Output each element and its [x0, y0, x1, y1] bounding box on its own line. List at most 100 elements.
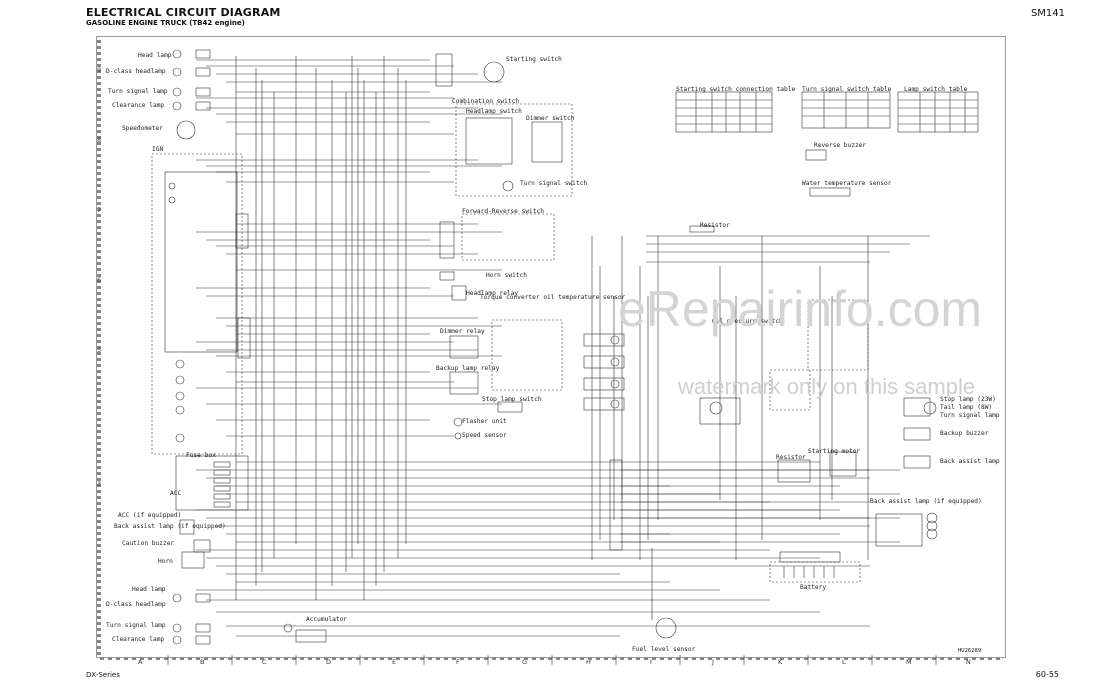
frame-tick: [97, 280, 101, 283]
frame-tick: [332, 657, 336, 660]
column-marker: C: [262, 658, 267, 666]
frame-tick: [97, 592, 101, 595]
row-marker: 9: [97, 66, 102, 74]
fwd-rev-switch-label: Forward-Reverse switch: [462, 208, 544, 215]
frame-tick: [97, 358, 101, 361]
frame-tick: [964, 657, 968, 660]
frame-tick: [97, 298, 101, 301]
frame-tick: [97, 304, 101, 307]
frame-tick: [97, 418, 101, 421]
column-marker: A: [138, 658, 143, 666]
turn-signal-switch-label: Turn signal switch: [520, 180, 588, 187]
column-marker: K: [778, 658, 783, 666]
frame-tick: [988, 657, 992, 660]
fuse: [213, 477, 231, 484]
frame-tick: [97, 76, 101, 79]
frame-tick: [97, 244, 101, 247]
column-marker: G: [522, 658, 528, 666]
frame-tick: [140, 657, 144, 660]
starting-motor-group: [807, 299, 869, 371]
frame-tick: [228, 657, 232, 660]
frame-tick: [780, 657, 784, 660]
frame-tick: [596, 657, 600, 660]
dimmer-switch-label: Dimmer switch: [526, 115, 575, 122]
frame-tick: [604, 657, 608, 660]
connector: [195, 593, 211, 603]
lamp-symbol: [172, 635, 182, 645]
frame-tick: [97, 196, 101, 199]
manual-code: SM141: [1030, 8, 1065, 19]
frame-tick: [708, 657, 712, 660]
frame-tick: [220, 657, 224, 660]
frame-tick: [97, 346, 101, 349]
frame-tick: [636, 657, 640, 660]
frame-tick: [948, 657, 952, 660]
frame-tick: [97, 514, 101, 517]
frame-tick: [97, 652, 101, 655]
connector: [435, 53, 453, 87]
frame-tick: [348, 657, 352, 660]
frame-tick: [124, 657, 128, 660]
frame-tick: [812, 657, 816, 660]
frame-tick: [972, 657, 976, 660]
lamp-symbol: [172, 101, 182, 111]
frame-tick: [97, 130, 101, 133]
turn-signal-switch-symbol: [502, 180, 514, 192]
frame-tick: [844, 657, 848, 660]
oil-pressure-symbol: [709, 401, 723, 415]
frame-tick: [628, 657, 632, 660]
frame-tick: [828, 657, 832, 660]
rear-lamp-symbol: [926, 512, 938, 524]
frame-tick: [97, 238, 101, 241]
accumulator-label: Accumulator: [306, 616, 347, 623]
frame-tick: [652, 657, 656, 660]
frame-tick: [97, 46, 101, 49]
frame-tick: [97, 502, 101, 505]
rear-lamp-symbol: [923, 401, 937, 415]
frame-tick: [292, 657, 296, 660]
frame-tick: [396, 657, 400, 660]
column-marker: J: [712, 658, 714, 666]
frame-tick: [97, 190, 101, 193]
frame-tick: [468, 657, 472, 660]
backup-buzzer-label: Backup buzzer: [940, 430, 989, 437]
rear-lamp-symbol: [926, 528, 938, 540]
connector: [195, 87, 211, 97]
frame-tick: [97, 550, 101, 553]
frame-tick: [300, 657, 304, 660]
frame-tick: [884, 657, 888, 660]
accumulator-connector: [295, 629, 327, 643]
flasher-unit-label: Flasher unit: [462, 418, 507, 425]
frame-tick: [572, 657, 576, 660]
fuse: [213, 469, 231, 476]
frame-tick: [716, 657, 720, 660]
frame-tick: [500, 657, 504, 660]
frame-tick: [620, 657, 624, 660]
buzzer-symbol: [805, 149, 827, 161]
frame-tick: [97, 646, 101, 649]
frame-tick: [97, 556, 101, 559]
frame-tick: [436, 657, 440, 660]
frame-tick: [97, 496, 101, 499]
frame-tick: [97, 40, 101, 43]
row-marker: 3: [97, 480, 102, 488]
frame-tick: [97, 250, 101, 253]
frame-tick: [97, 88, 101, 91]
frame-tick: [97, 100, 101, 103]
starting-motor-box: [769, 369, 811, 411]
flasher-unit-symbol: [453, 417, 463, 427]
frame-tick: [564, 657, 568, 660]
frame-tick: [97, 226, 101, 229]
frame-tick: [956, 657, 960, 660]
frame-tick: [97, 118, 101, 121]
frame-tick: [676, 657, 680, 660]
frame-tick: [97, 424, 101, 427]
torque-converter-label: Torque converter oil temperature sensor: [480, 294, 626, 301]
headlamp-switch-label: Headlamp switch: [466, 108, 522, 115]
starting-switch-symbol: [483, 61, 505, 83]
relay-connector: [583, 333, 625, 347]
frame-tick: [340, 657, 344, 660]
frame-tick: [548, 657, 552, 660]
frame-tick: [556, 657, 560, 660]
accumulator-symbol: [283, 623, 293, 633]
